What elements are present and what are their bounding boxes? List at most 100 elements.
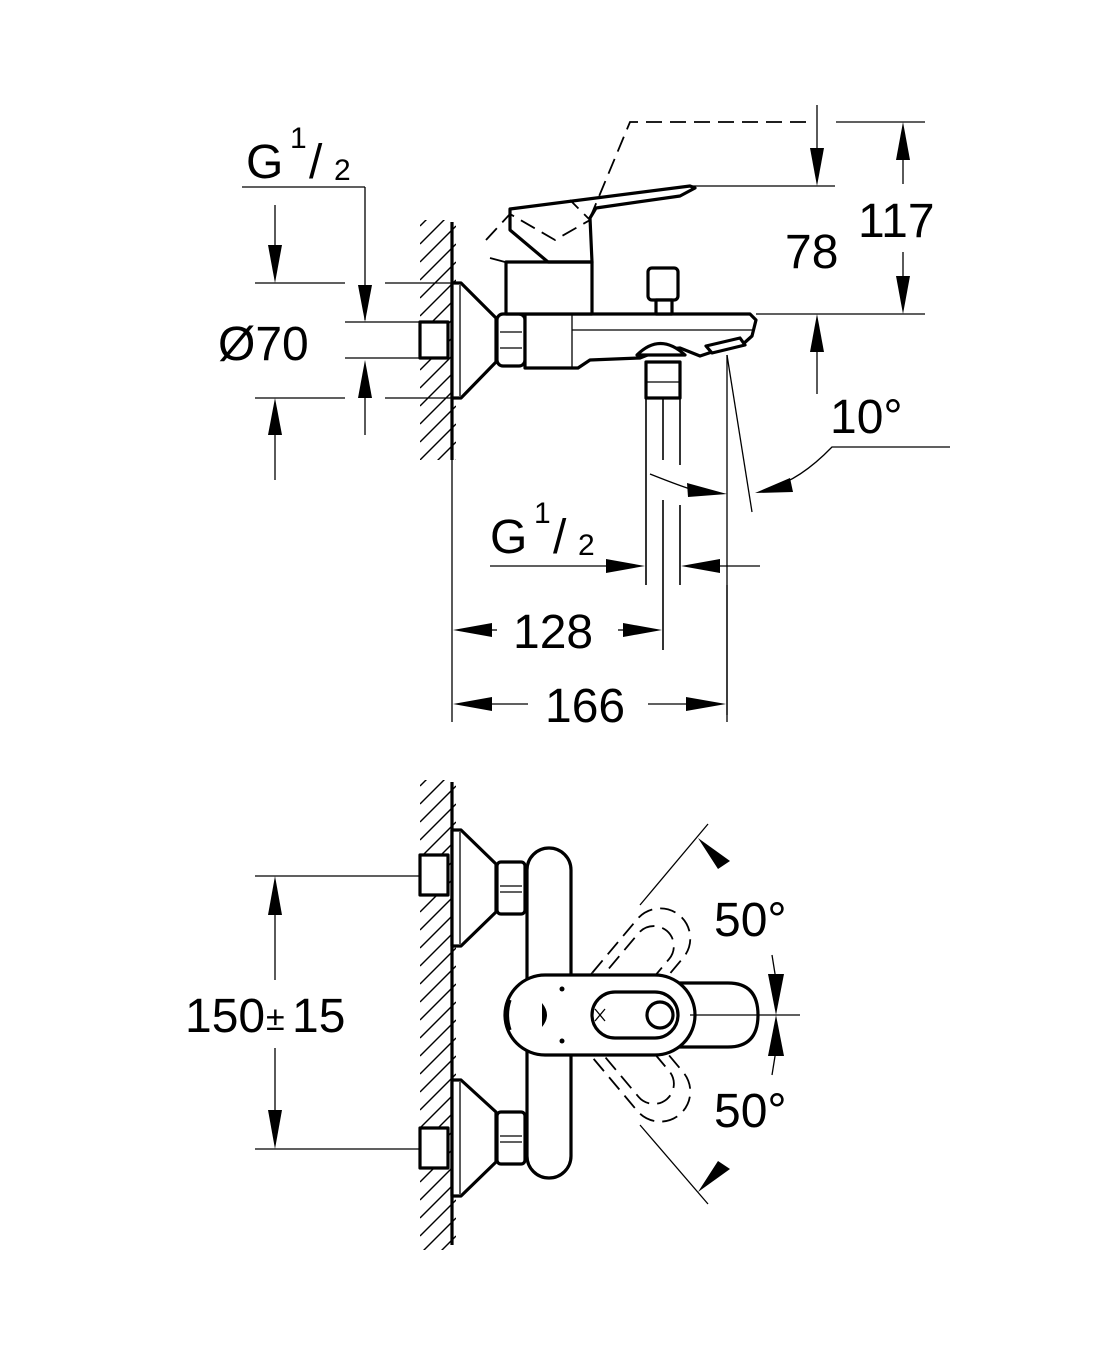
diverter-stem: [654, 298, 674, 316]
hatch-line: [420, 1073, 456, 1111]
arrow-head: [268, 876, 282, 915]
arrow-head: [698, 838, 730, 869]
hatch-line: [420, 387, 456, 425]
hatch-line: [420, 405, 456, 443]
indicator-mark: [542, 1003, 547, 1027]
angle-arc: [771, 1049, 777, 1076]
arrow-head: [268, 398, 282, 435]
arrow-head: [810, 314, 824, 352]
thread-label-top-slash: /: [309, 136, 323, 189]
outlet-distance-label: 128: [513, 606, 593, 659]
hatch-line: [423, 1217, 456, 1250]
hatch-line: [420, 1163, 456, 1201]
cartridge-housing: [504, 260, 594, 316]
tolerance-label: 15: [292, 990, 345, 1043]
thread-label-outlet-slash: /: [553, 511, 567, 564]
arrow-head: [358, 285, 372, 322]
spout-angle-label: 10°: [830, 391, 903, 444]
arrow-head: [453, 623, 492, 637]
arrow-head: [606, 559, 645, 573]
spout-angle-line: [726, 354, 753, 513]
wall-connector-lower: [418, 1126, 450, 1170]
arrow-head: [896, 276, 910, 314]
spout-projection-label: 166: [545, 680, 625, 733]
thread-label-top-den: 2: [334, 154, 351, 187]
thread-label-outlet-den: 2: [578, 529, 595, 562]
nut-upper: [495, 860, 527, 916]
lever: [508, 184, 697, 264]
wall-connector-upper: [418, 853, 450, 897]
hatch-line: [420, 803, 456, 841]
arrow-head: [698, 1161, 730, 1192]
spout-body: [523, 312, 758, 370]
angle-leader: [769, 446, 950, 489]
hatch-line: [420, 983, 456, 1021]
outlet-connector: [644, 360, 682, 400]
hatch-line: [420, 947, 456, 985]
hatch-line: [420, 965, 456, 1003]
lever-angle-down-label: 50°: [714, 1085, 787, 1138]
hex-nut: [495, 312, 527, 368]
side-view: G 1 / 2 Ø70 78 117 10°: [218, 105, 950, 733]
front-view: 150 ± 15 50° 50°: [185, 780, 800, 1308]
hatch-line: [420, 1181, 456, 1219]
hatch-line: [420, 1199, 456, 1237]
hatch-line: [420, 369, 456, 407]
arrow-head: [686, 697, 726, 711]
arrow-head: [681, 559, 720, 573]
hatch-line: [455, 459, 456, 460]
arrow-head: [755, 478, 793, 493]
thread-label-top-num: 1: [290, 122, 307, 155]
hatch-line: [420, 261, 456, 299]
hatch-line: [441, 1235, 456, 1250]
arrow-head: [453, 697, 492, 711]
cap-edge: [505, 999, 512, 1031]
centre-cross: [594, 1008, 606, 1022]
angle-arc: [771, 954, 777, 981]
arrow-head: [687, 483, 727, 497]
hatch-line: [420, 780, 445, 805]
tolerance-sign: ±: [266, 1000, 285, 1038]
hatch-line: [420, 929, 456, 967]
thread-label-outlet-num: 1: [534, 497, 551, 530]
nut-lower: [495, 1110, 527, 1166]
lever-pivot: [645, 1000, 675, 1030]
hatch-line: [420, 1037, 456, 1075]
arrow-head: [896, 122, 910, 160]
hatch-line: [420, 821, 456, 859]
arrow-head: [623, 623, 662, 637]
escutcheon-lower: [450, 1078, 498, 1198]
hatch-line: [420, 478, 456, 514]
lever-height-label: 78: [785, 226, 838, 279]
hatch-line: [420, 1254, 456, 1290]
thread-label-outlet: G: [490, 511, 527, 564]
arrow-head: [268, 1110, 282, 1149]
hatch-line: [437, 441, 456, 460]
angle-extension-line: [639, 1124, 709, 1205]
wall-hatching-top: [420, 220, 456, 532]
arrow-head: [810, 148, 824, 186]
hatch-line: [420, 225, 456, 263]
escutcheon: [450, 281, 498, 400]
arrow-head: [768, 974, 784, 1015]
arrow-head: [358, 360, 372, 398]
flange-diameter-label: Ø70: [218, 318, 309, 371]
aerator: [704, 336, 747, 355]
hatch-line: [420, 243, 456, 281]
diverter-knob: [646, 266, 680, 302]
hatch-line: [420, 785, 456, 823]
hatch-line: [420, 911, 456, 949]
hatch-line: [420, 496, 456, 532]
hatch-line: [420, 1001, 456, 1039]
angle-extension-line: [639, 823, 709, 906]
arrow-head: [768, 1015, 784, 1056]
thread-label-top: G: [246, 136, 283, 189]
total-height-label: 117: [858, 195, 935, 248]
hatch-line: [420, 1272, 456, 1308]
hatch-line: [420, 423, 456, 460]
arrow-head: [268, 245, 282, 283]
outlet-dome: [635, 341, 687, 357]
escutcheon-upper: [450, 828, 498, 948]
hatch-line: [420, 279, 456, 317]
